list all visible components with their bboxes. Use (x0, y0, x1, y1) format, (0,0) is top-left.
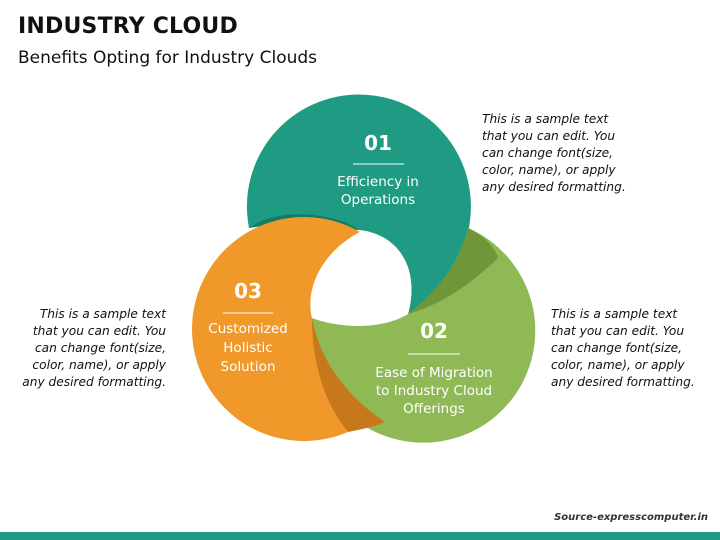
item-01-description: This is a sample text that you can edit.… (482, 112, 626, 194)
segment-03-shape (192, 217, 360, 442)
item-02-description: This is a sample text that you can edit.… (551, 307, 695, 389)
source-credit: Source-expresscomputer.in (554, 512, 708, 523)
page-subtitle: Benefits Opting for Industry Clouds (18, 48, 318, 68)
page-title: INDUSTRY CLOUD (18, 14, 238, 39)
item-03-number: 03 (234, 279, 262, 303)
bottom-accent-bar (0, 532, 720, 540)
item-02-number: 02 (420, 319, 448, 343)
item-03-label-line-3: Solution (221, 359, 276, 375)
segment-01-shape (246, 94, 471, 314)
item-02-label-line-2: to Industry Cloud (376, 383, 492, 399)
item-03-label-line-2: Holistic (223, 340, 272, 356)
item-03-label-line-1: Customized (208, 321, 287, 337)
segment-02-shadow (408, 228, 498, 314)
item-01-number: 01 (364, 131, 392, 155)
item-01-label-line-2: Operations (341, 192, 415, 208)
segment-03 (192, 217, 385, 442)
item-01-label-line-1: Efficiency in (337, 174, 419, 190)
segment-02-shape (311, 228, 536, 443)
segment-03-shadow (312, 318, 385, 432)
segment-02 (311, 228, 536, 443)
item-02-label-line-3: Offerings (403, 401, 465, 417)
item-02-label-line-1: Ease of Migration (375, 365, 492, 381)
center-gap (310, 232, 412, 326)
item-03-description: This is a sample text that you can edit.… (22, 307, 166, 389)
